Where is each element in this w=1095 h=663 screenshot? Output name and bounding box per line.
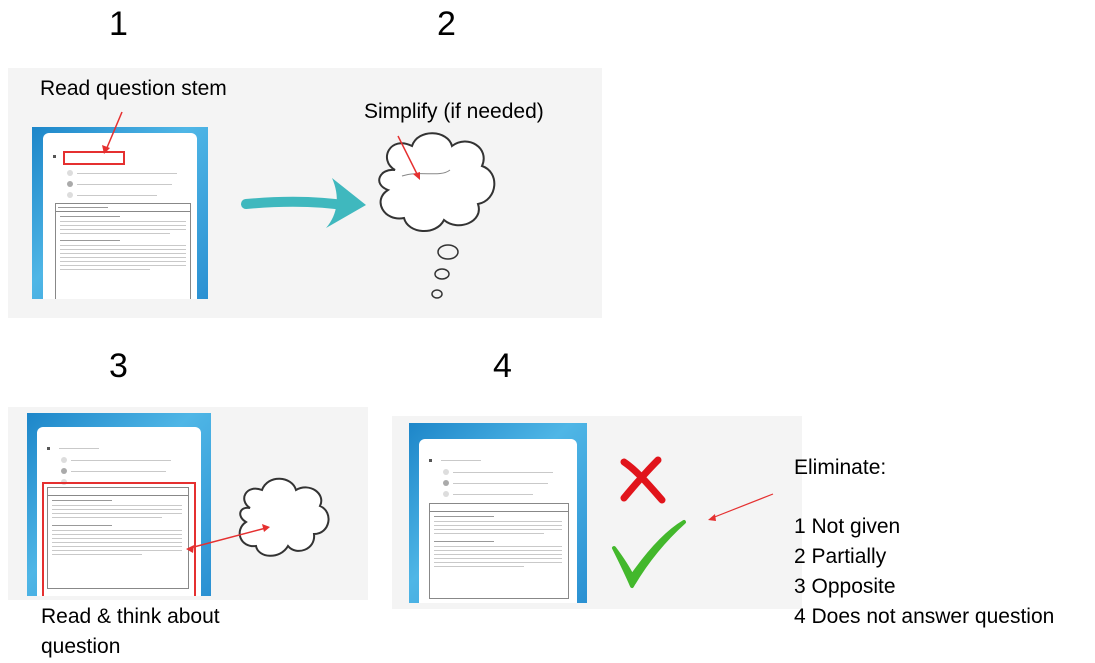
passage-highlight xyxy=(42,482,196,596)
document-thumbnail-4 xyxy=(409,423,587,603)
eliminate-item: 1 Not given xyxy=(794,515,901,538)
step-number-3: 3 xyxy=(109,347,128,385)
step-number-4: 4 xyxy=(493,347,512,385)
step-1-label: Read question stem xyxy=(40,77,227,100)
step-number-2: 2 xyxy=(437,5,456,43)
step-2-label: Simplify (if needed) xyxy=(364,100,544,123)
eliminate-item: 2 Partially xyxy=(794,545,887,568)
eliminate-item: 4 Does not answer question xyxy=(794,605,1055,628)
step-3-label-line-1: Read & think about xyxy=(41,605,220,628)
document-thumbnail-3 xyxy=(27,413,211,596)
step-4-label: Eliminate: xyxy=(794,456,887,479)
document-thumbnail-1 xyxy=(32,127,208,299)
step-3-label-line-2: question xyxy=(41,635,121,658)
step-3-label: Read & think about question xyxy=(41,602,220,662)
step-number-1: 1 xyxy=(109,5,128,43)
eliminate-item: 3 Opposite xyxy=(794,575,896,598)
eliminate-list: 1 Not given 2 Partially 3 Opposite 4 Doe… xyxy=(794,512,1054,632)
question-stem-highlight xyxy=(63,151,125,165)
